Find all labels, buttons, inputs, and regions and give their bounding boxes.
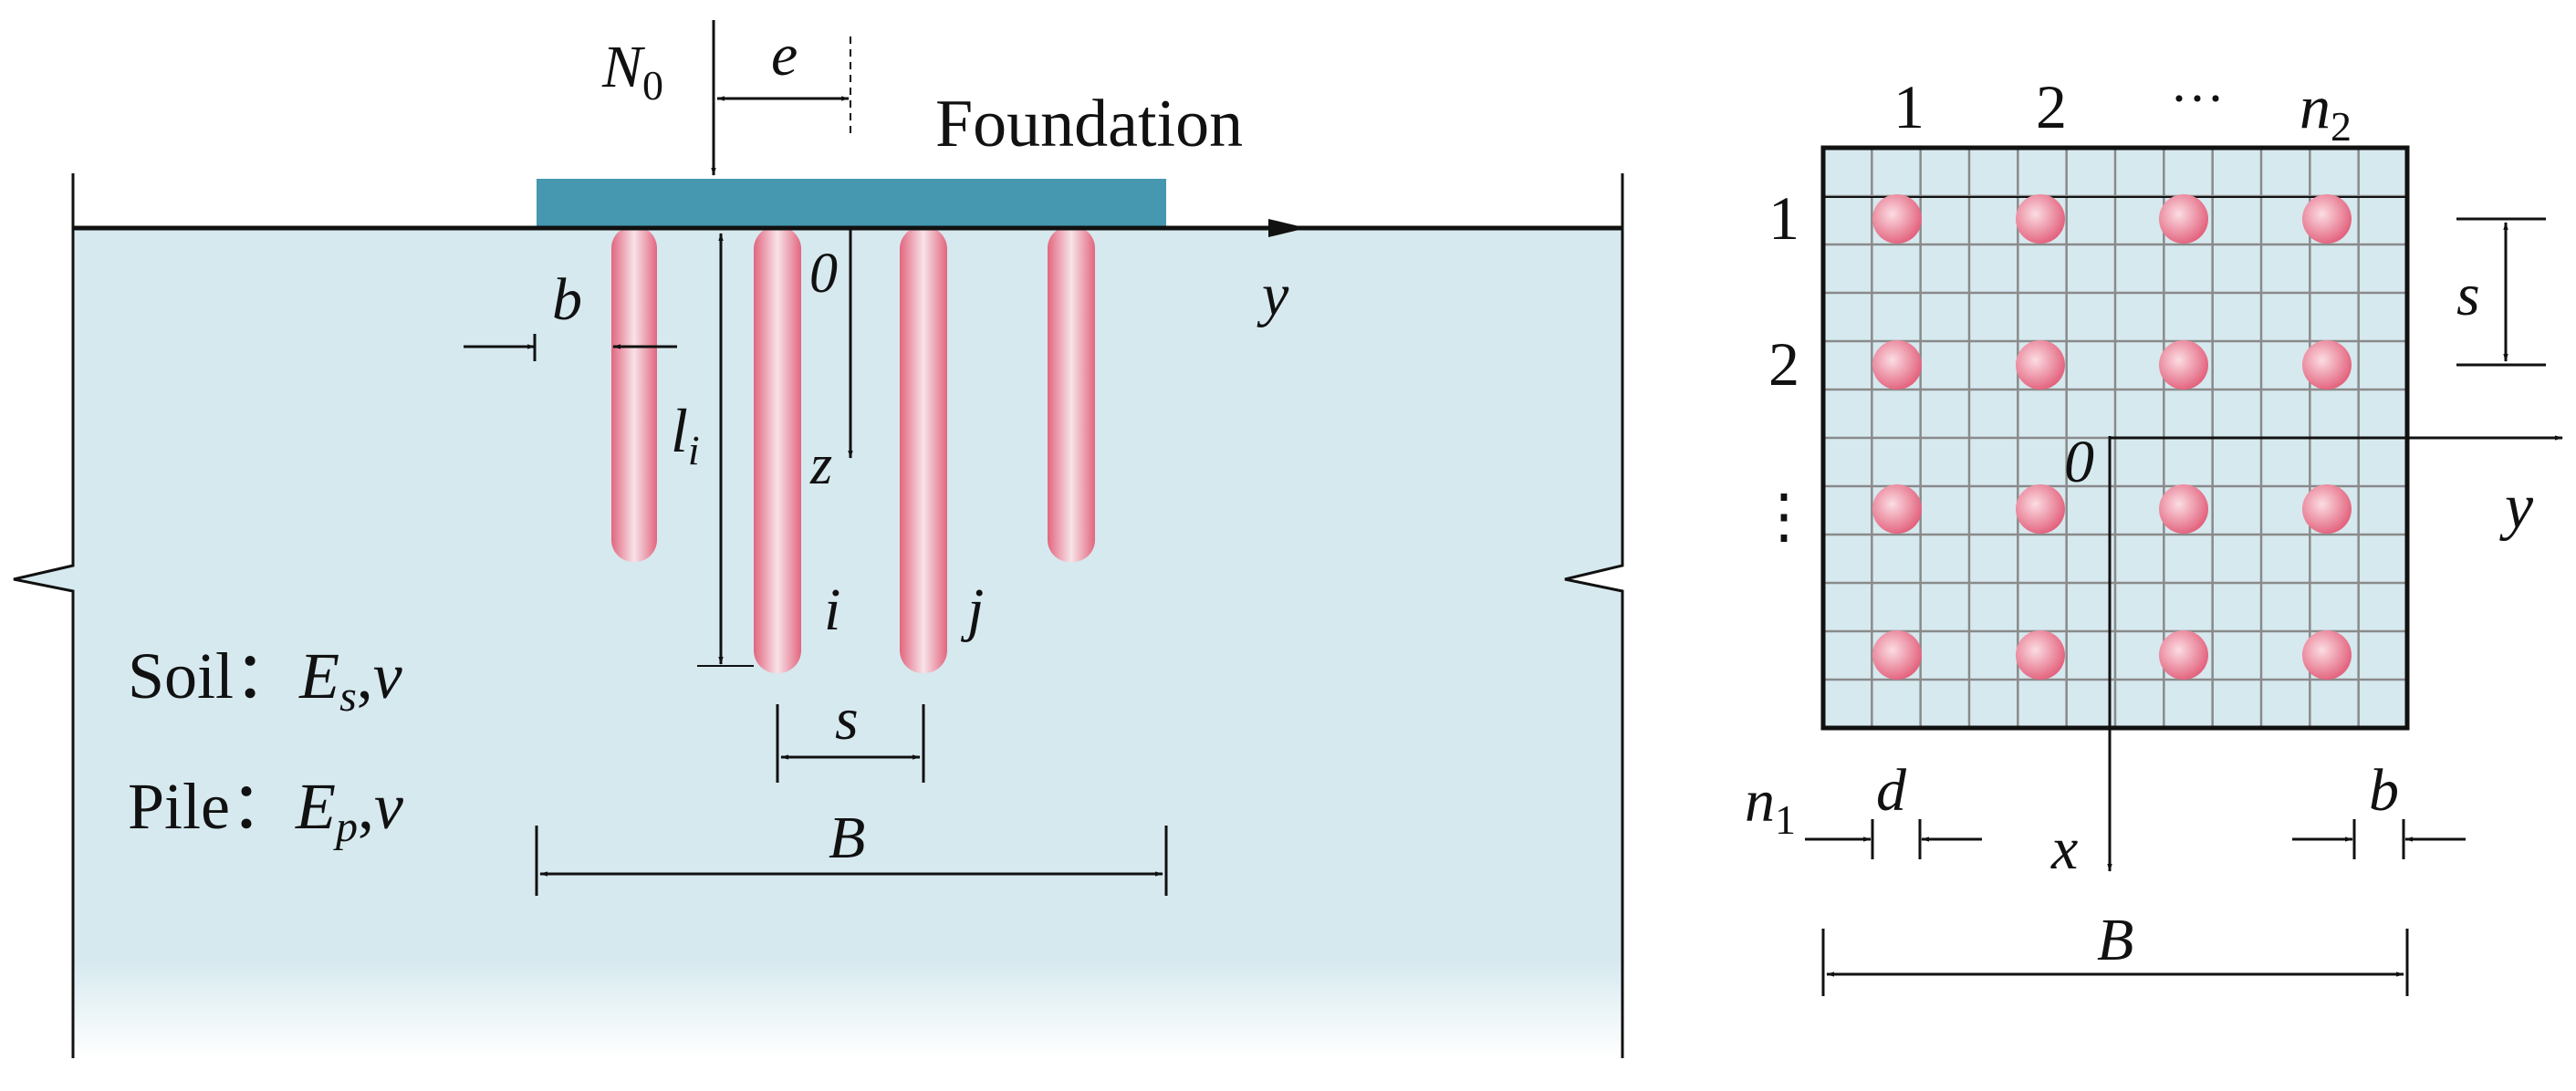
cell-width-label: d [1876, 757, 1907, 824]
pile-width-label: b [552, 266, 582, 333]
column-label-ellipsis: ··· [2170, 68, 2225, 129]
pile-dot-r3-c1 [1872, 484, 1922, 534]
eccentricity-label: e [771, 22, 798, 88]
plan-origin-label: 0 [2064, 429, 2094, 495]
y-axis-label: y [1257, 262, 1289, 328]
left-panel: N0 e Foundation b li 0 y z i j s B Soil：… [13, 20, 1624, 1058]
row-label-ellipsis: ⋮ [1754, 483, 1814, 550]
pile-i-label: i [824, 577, 840, 643]
row-label-1: 1 [1768, 183, 1799, 253]
soil-left-break-line [13, 173, 75, 1058]
plan-y-axis-label: y [2499, 472, 2534, 542]
right-panel: 1 2 ··· n2 1 2 ⋮ 0 y x s n1 d b B [1745, 68, 2563, 996]
pile-4 [1048, 226, 1095, 562]
pile-dot-r2-c4 [2302, 340, 2352, 390]
pile-dot-r2-c1 [1872, 340, 1922, 390]
foundation-cap [537, 179, 1166, 228]
pile-dot-r2-c3 [2159, 340, 2208, 390]
column-label-n2: n2 [2300, 72, 2352, 150]
pile-dot-r1-c1 [1872, 194, 1922, 244]
pile-dot-r3-c4 [2302, 484, 2352, 534]
pile-dot-r4-c2 [2016, 630, 2065, 680]
pile-1 [611, 226, 657, 562]
pile-dot-r1-c2 [2016, 194, 2065, 244]
load-label: N0 [601, 34, 663, 109]
pile-length-label: li [671, 396, 700, 473]
column-label-2: 2 [2036, 72, 2067, 141]
pile-dot-r1-c4 [2302, 194, 2352, 244]
pile-dot-r3-c2 [2016, 484, 2065, 534]
pile-dot-r2-c2 [2016, 340, 2065, 390]
pile-layout [1872, 194, 2352, 680]
pile-dot-r3-c3 [2159, 484, 2208, 534]
soil-properties-label: Soil：Es,ν [128, 639, 402, 721]
pile-i [754, 226, 801, 673]
pile-dot-r4-c4 [2302, 630, 2352, 680]
soil-right-break-line [1564, 173, 1624, 1058]
plan-width-label: B [2097, 907, 2133, 973]
spacing-label: s [835, 686, 859, 753]
pile-j [900, 226, 947, 673]
soil-body [14, 228, 1622, 1058]
pile-properties-label: Pile：Ep,ν [128, 770, 403, 851]
pile-dot-r1-c3 [2159, 194, 2208, 244]
row-label-2: 2 [1768, 329, 1799, 399]
width-label: B [829, 805, 865, 871]
z-axis-label: z [809, 434, 832, 496]
y-axis-arrowhead [1268, 219, 1307, 237]
foundation-label: Foundation [935, 87, 1243, 161]
plan-x-axis-label: x [2050, 816, 2078, 882]
plan-pile-width-label: b [2369, 757, 2399, 824]
origin-label: 0 [809, 243, 838, 305]
pile-dot-r4-c3 [2159, 630, 2208, 680]
pile-dot-r4-c1 [1872, 630, 1922, 680]
plan-spacing-label: s [2456, 262, 2480, 328]
row-count-label: n1 [1745, 768, 1796, 843]
column-label-1: 1 [1893, 72, 1924, 141]
